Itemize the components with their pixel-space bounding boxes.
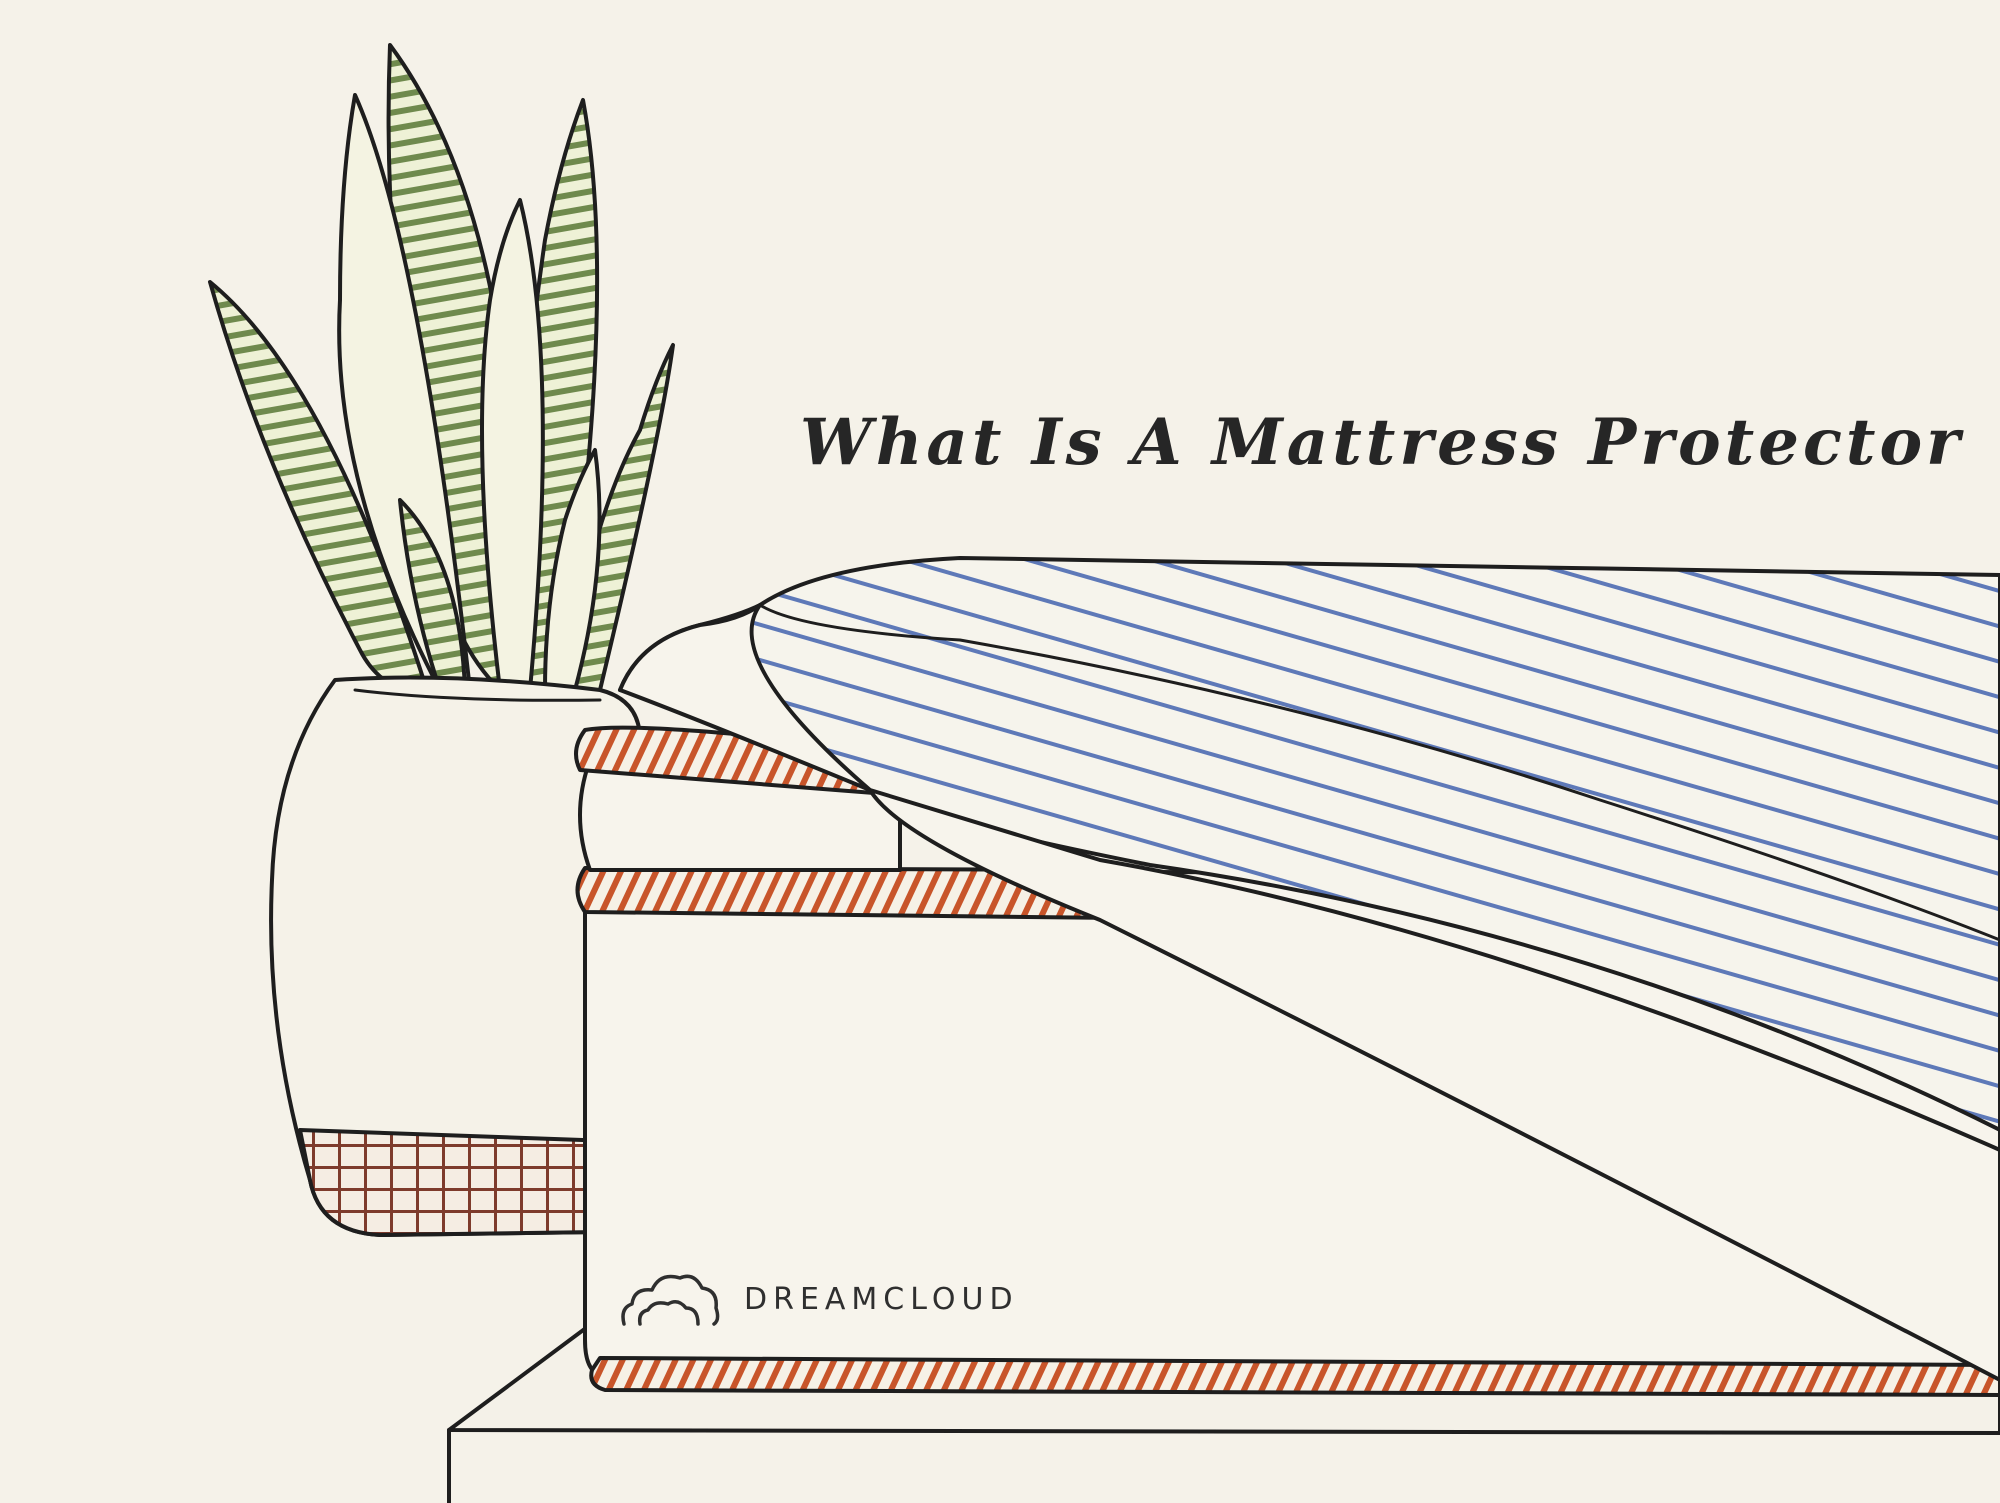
plant-leaf	[337, 93, 472, 692]
snake-plant	[208, 43, 675, 702]
mattress-piping-middle	[575, 866, 1122, 920]
page-title: What Is A Mattress Protector	[800, 405, 1964, 480]
mattress	[574, 725, 2000, 1397]
brand-logo: DREAMCLOUD	[618, 1268, 1019, 1330]
mattress-protector	[618, 556, 2000, 1382]
brand-name: DREAMCLOUD	[744, 1281, 1019, 1317]
mattress-piping-bottom	[589, 1356, 2000, 1397]
plant-leaf	[543, 448, 602, 692]
cloud-icon	[621, 1274, 720, 1326]
plant-leaf	[480, 198, 545, 692]
planter-pot	[269, 675, 642, 1237]
